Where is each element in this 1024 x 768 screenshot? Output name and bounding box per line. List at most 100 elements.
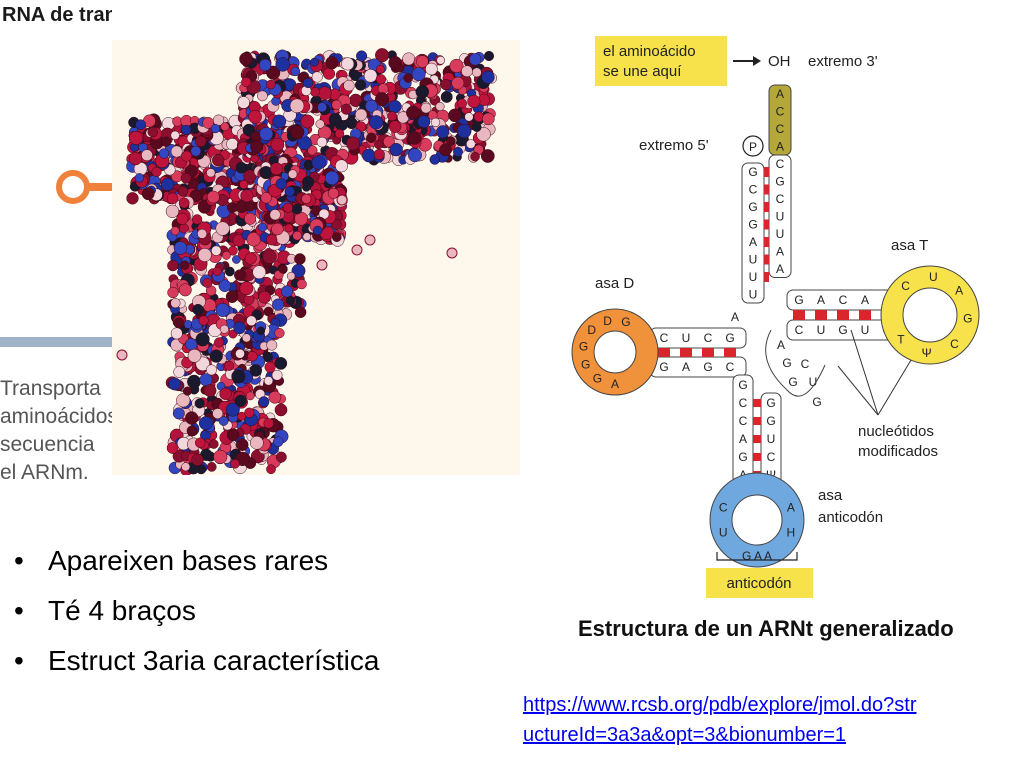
atom-sphere bbox=[272, 436, 284, 447]
atom-sphere bbox=[252, 265, 267, 280]
atom-sphere bbox=[354, 79, 367, 91]
atom-sphere bbox=[294, 306, 307, 318]
atom-sphere bbox=[231, 369, 246, 384]
anticodon-loop-ring bbox=[710, 473, 804, 567]
atom-sphere bbox=[202, 117, 215, 129]
atom-sphere bbox=[272, 298, 285, 311]
atom-sphere bbox=[168, 377, 182, 391]
atom-sphere bbox=[406, 105, 420, 120]
atom-sphere bbox=[316, 259, 328, 271]
nucleotide-base: G bbox=[782, 356, 791, 370]
end5-label: extremo 5' bbox=[639, 137, 709, 154]
atom-sphere bbox=[206, 462, 217, 472]
atom-sphere bbox=[327, 187, 339, 199]
atom-sphere bbox=[466, 139, 476, 149]
atom-sphere bbox=[461, 65, 473, 78]
nucleotide-base: Ψ bbox=[922, 346, 932, 360]
atom-sphere bbox=[311, 155, 326, 170]
atom-sphere bbox=[278, 264, 288, 274]
trna-space-filling-model-image bbox=[112, 40, 520, 475]
atom-sphere bbox=[244, 252, 257, 265]
atom-sphere bbox=[290, 125, 305, 140]
atom-sphere bbox=[232, 255, 241, 264]
atom-sphere bbox=[225, 290, 239, 303]
atom-sphere bbox=[366, 132, 377, 143]
atom-sphere bbox=[476, 127, 491, 142]
atom-sphere bbox=[266, 234, 278, 246]
atom-sphere bbox=[197, 228, 208, 239]
atom-sphere bbox=[126, 192, 139, 205]
atom-sphere bbox=[235, 161, 248, 174]
atom-sphere bbox=[211, 245, 222, 256]
atom-sphere bbox=[407, 131, 422, 145]
nucleotide-base: D bbox=[587, 323, 596, 337]
atom-sphere bbox=[194, 437, 206, 449]
atom-sphere bbox=[451, 76, 465, 90]
nucleotide-base: U bbox=[776, 227, 785, 241]
nucleotide-base: A bbox=[776, 245, 784, 259]
atom-sphere bbox=[226, 428, 240, 442]
atom-sphere bbox=[202, 277, 213, 288]
atom-sphere bbox=[250, 140, 264, 154]
nucleotide-base: G bbox=[725, 331, 734, 345]
aa-note-line1: el aminoácido bbox=[603, 43, 696, 60]
bullet-item: •Estruct 3aria característica bbox=[14, 636, 379, 686]
base-pair-bond bbox=[764, 167, 769, 177]
base-pair-bond bbox=[764, 202, 769, 212]
atom-sphere bbox=[241, 77, 252, 88]
nucleotide-base: A bbox=[955, 284, 963, 298]
nucleotide-base: C bbox=[776, 192, 785, 206]
nucleotide-base: A bbox=[776, 262, 784, 276]
atom-sphere bbox=[230, 459, 240, 469]
atom-sphere bbox=[263, 418, 274, 429]
atom-sphere bbox=[249, 364, 263, 377]
atom-sphere bbox=[203, 384, 217, 398]
atom-sphere bbox=[355, 108, 368, 121]
atom-sphere bbox=[264, 361, 276, 373]
base-pair-bond bbox=[724, 348, 736, 357]
nucleotide-base: A bbox=[777, 338, 785, 352]
base-pair-bond bbox=[764, 184, 769, 195]
atom-sphere bbox=[224, 266, 235, 277]
bullet-item: •Té 4 braços bbox=[14, 586, 379, 636]
nucleotide-base: C bbox=[739, 396, 748, 410]
atom-sphere bbox=[307, 145, 318, 156]
atom-sphere bbox=[245, 391, 255, 401]
atom-sphere bbox=[242, 333, 251, 343]
trna-loop-icon bbox=[56, 170, 90, 204]
atom-sphere bbox=[178, 197, 190, 209]
nucleotide-base: A bbox=[861, 293, 869, 307]
atom-sphere bbox=[219, 387, 232, 400]
atom-sphere bbox=[170, 226, 180, 236]
bullet-item: •Apareixen bases rares bbox=[14, 536, 379, 586]
nucleotide-base: T bbox=[897, 332, 905, 346]
anticodon-bases: G A A bbox=[742, 549, 772, 563]
base-pair-bond bbox=[753, 453, 761, 461]
atom-sphere bbox=[480, 149, 495, 163]
nucleotide-base: G bbox=[838, 323, 847, 337]
atom-sphere bbox=[222, 251, 231, 260]
atom-sphere bbox=[296, 279, 307, 290]
atom-sphere bbox=[248, 109, 262, 124]
atom-sphere bbox=[334, 128, 345, 139]
nucleotide-base: C bbox=[660, 331, 669, 345]
atom-sphere bbox=[220, 122, 230, 132]
atom-sphere bbox=[198, 315, 209, 326]
atom-sphere bbox=[284, 186, 295, 197]
atom-sphere bbox=[449, 58, 464, 73]
bullet-icon: • bbox=[14, 645, 24, 676]
nucleotide-base: C bbox=[719, 501, 728, 515]
atom-sphere bbox=[328, 113, 342, 127]
background-slide-fragment: RNA de transferencia (tRNA) Transporta a… bbox=[0, 0, 112, 485]
atom-sphere bbox=[116, 349, 128, 361]
nucleotide-base: C bbox=[776, 122, 785, 136]
atom-sphere bbox=[206, 364, 217, 376]
atom-sphere bbox=[187, 374, 201, 389]
atom-sphere bbox=[256, 326, 266, 335]
atom-sphere bbox=[310, 57, 319, 67]
atom-sphere bbox=[270, 162, 283, 176]
source-link[interactable]: https://www.rcsb.org/pdb/explore/jmol.do… bbox=[523, 690, 917, 750]
atom-sphere bbox=[376, 64, 385, 74]
nucleotide-base: G bbox=[766, 414, 775, 428]
